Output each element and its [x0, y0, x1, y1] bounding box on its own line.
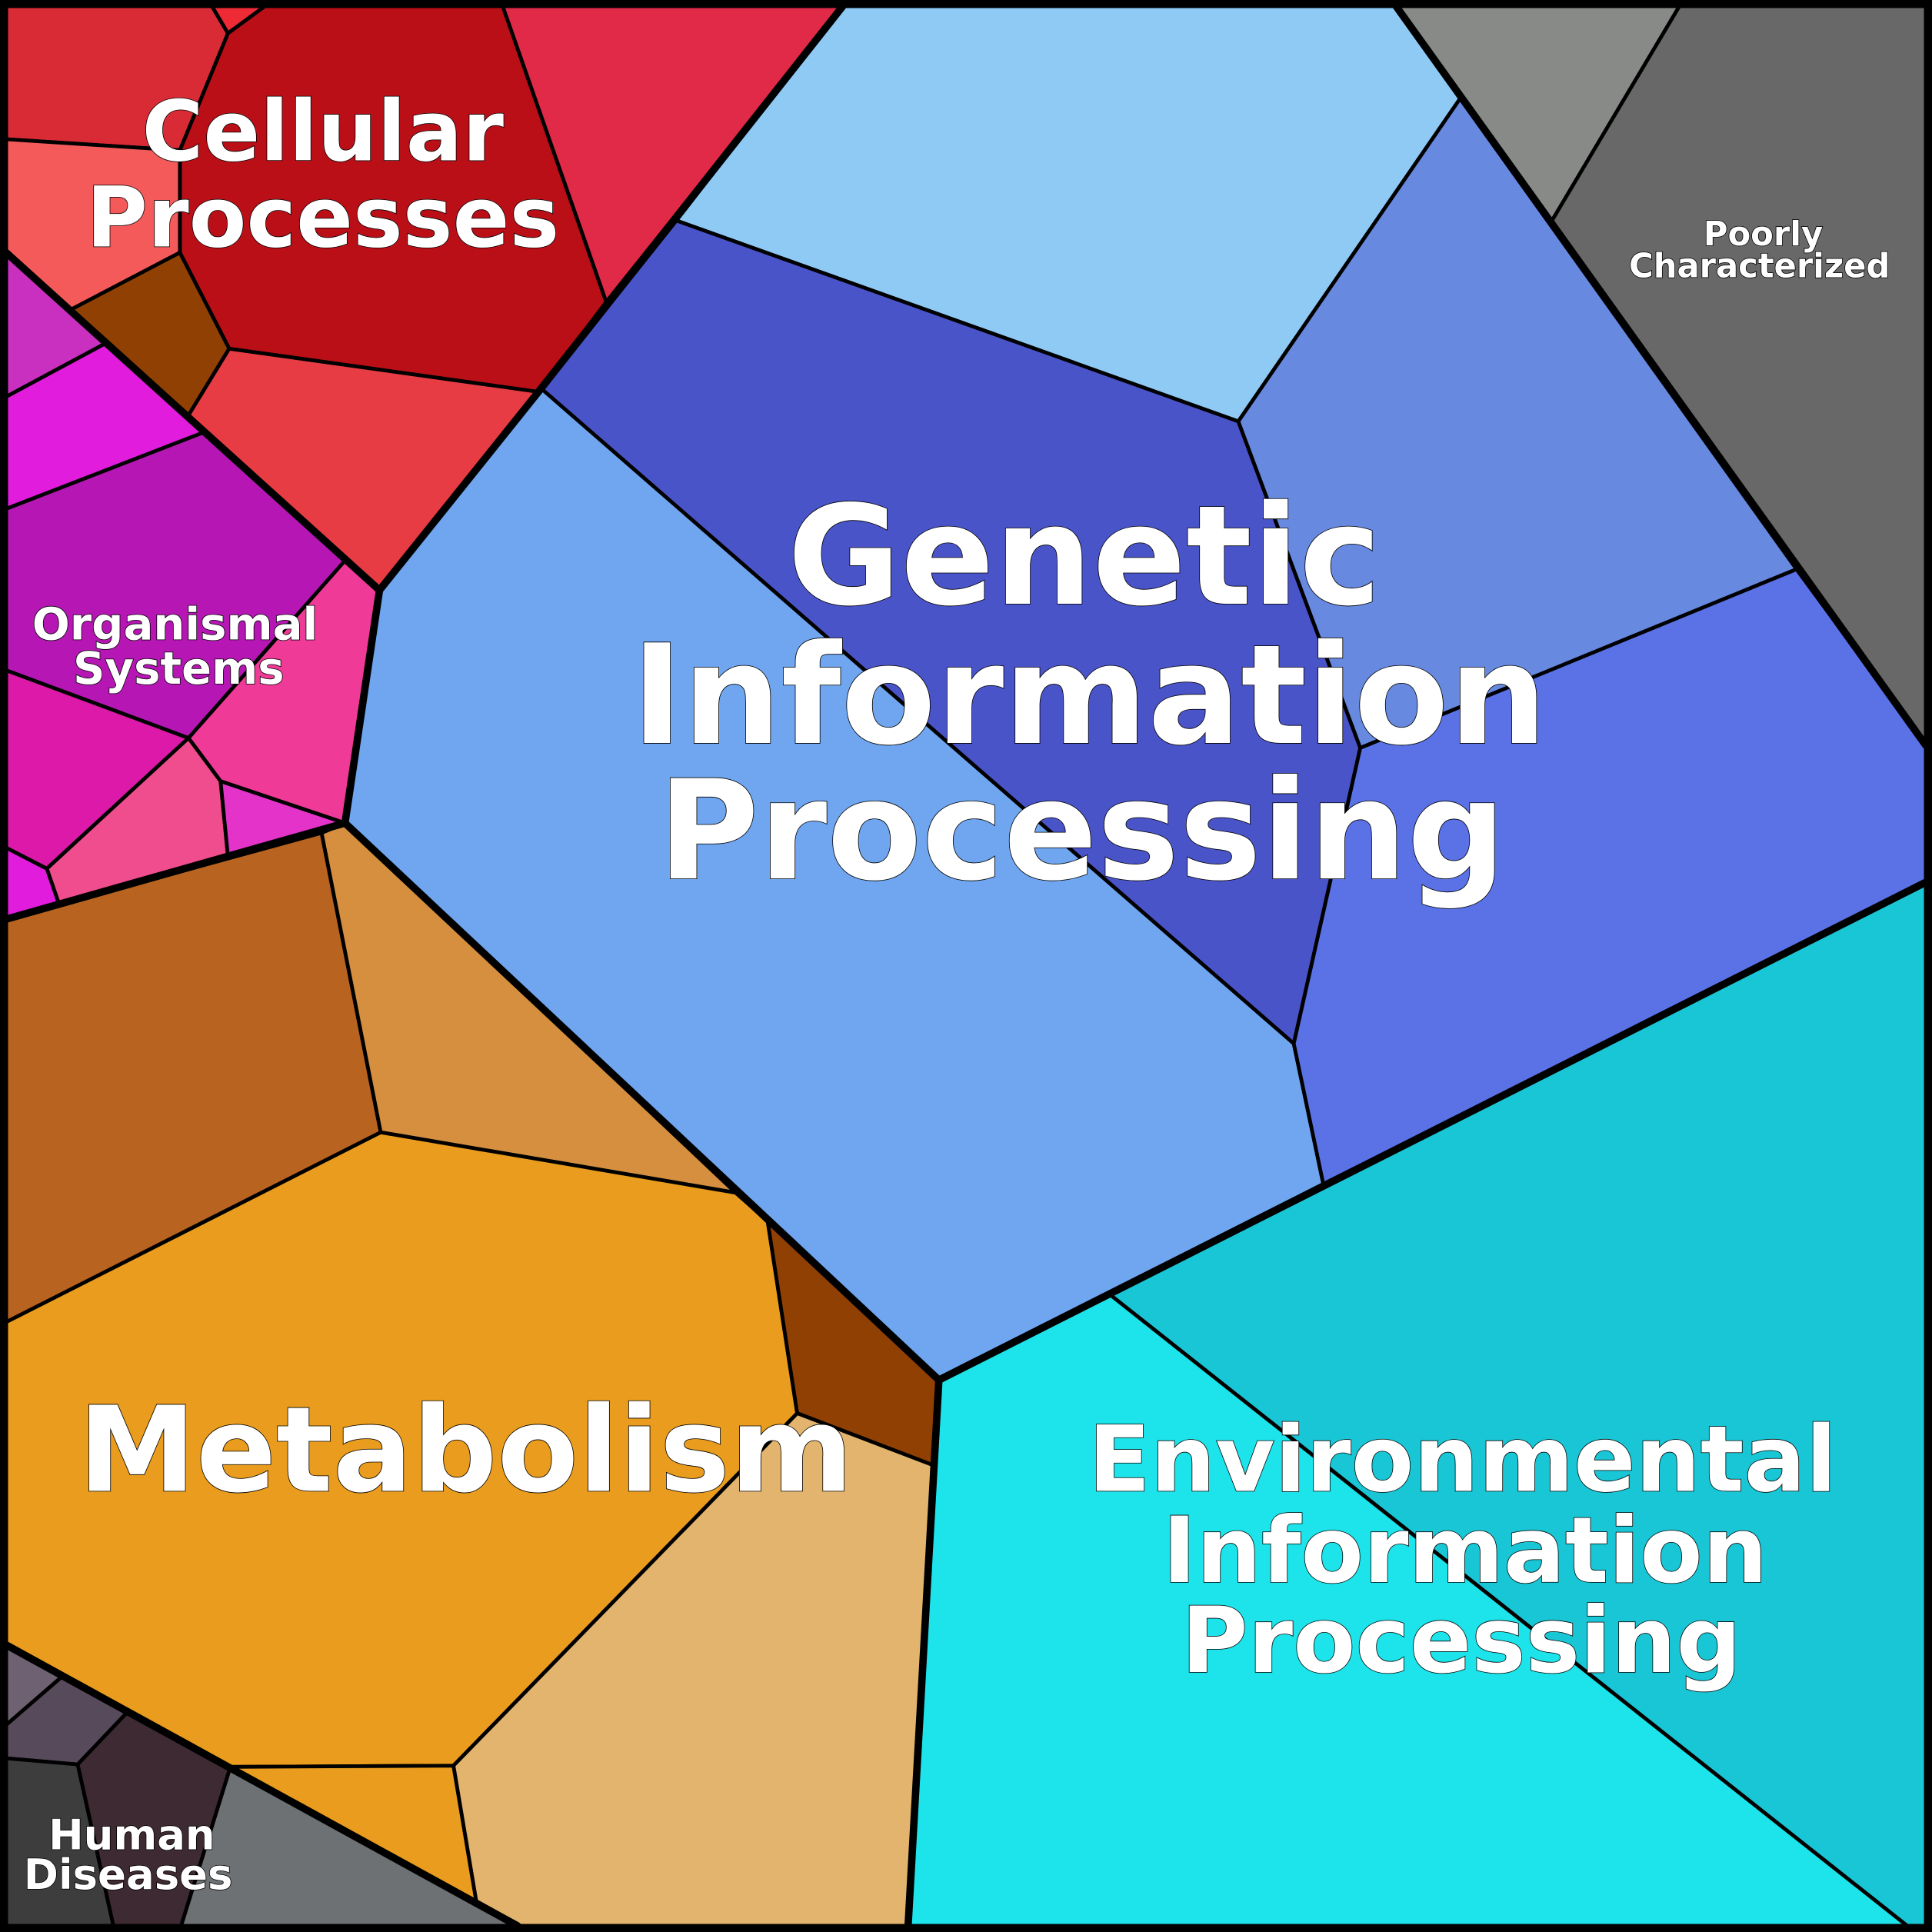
label-human-diseases-2: Diseases — [24, 1850, 233, 1899]
label-environmental-2: Information — [1162, 1497, 1767, 1604]
label-metabolism: Metabolism — [78, 1381, 854, 1519]
label-environmental-3: Processing — [1181, 1587, 1741, 1694]
label-cellular-processes-2: Processes — [86, 168, 559, 266]
label-genetic-2: Information — [631, 615, 1547, 776]
group-cellular-processes — [4, 4, 845, 592]
label-organismal-systems-1: Organismal — [32, 598, 318, 650]
group-metabolism — [4, 821, 941, 1928]
label-poorly-characterized-2: Characterized — [1629, 247, 1890, 285]
label-poorly-characterized-1: Poorly — [1704, 215, 1823, 254]
label-cellular-processes-1: Cellular — [142, 82, 504, 180]
group-organismal-systems — [4, 251, 381, 921]
label-genetic-1: Genetic — [788, 476, 1381, 637]
labels: Cellular Processes Organismal Systems Ge… — [23, 82, 1890, 1899]
label-human-diseases-1: Human — [48, 1810, 215, 1860]
group-human-diseases — [4, 1643, 520, 1928]
group-genetic-information-processing — [343, 4, 1928, 1382]
label-environmental-1: Environmental — [1088, 1406, 1837, 1512]
label-genetic-3: Processing — [658, 751, 1505, 911]
label-organismal-systems-2: Systems — [73, 642, 285, 695]
